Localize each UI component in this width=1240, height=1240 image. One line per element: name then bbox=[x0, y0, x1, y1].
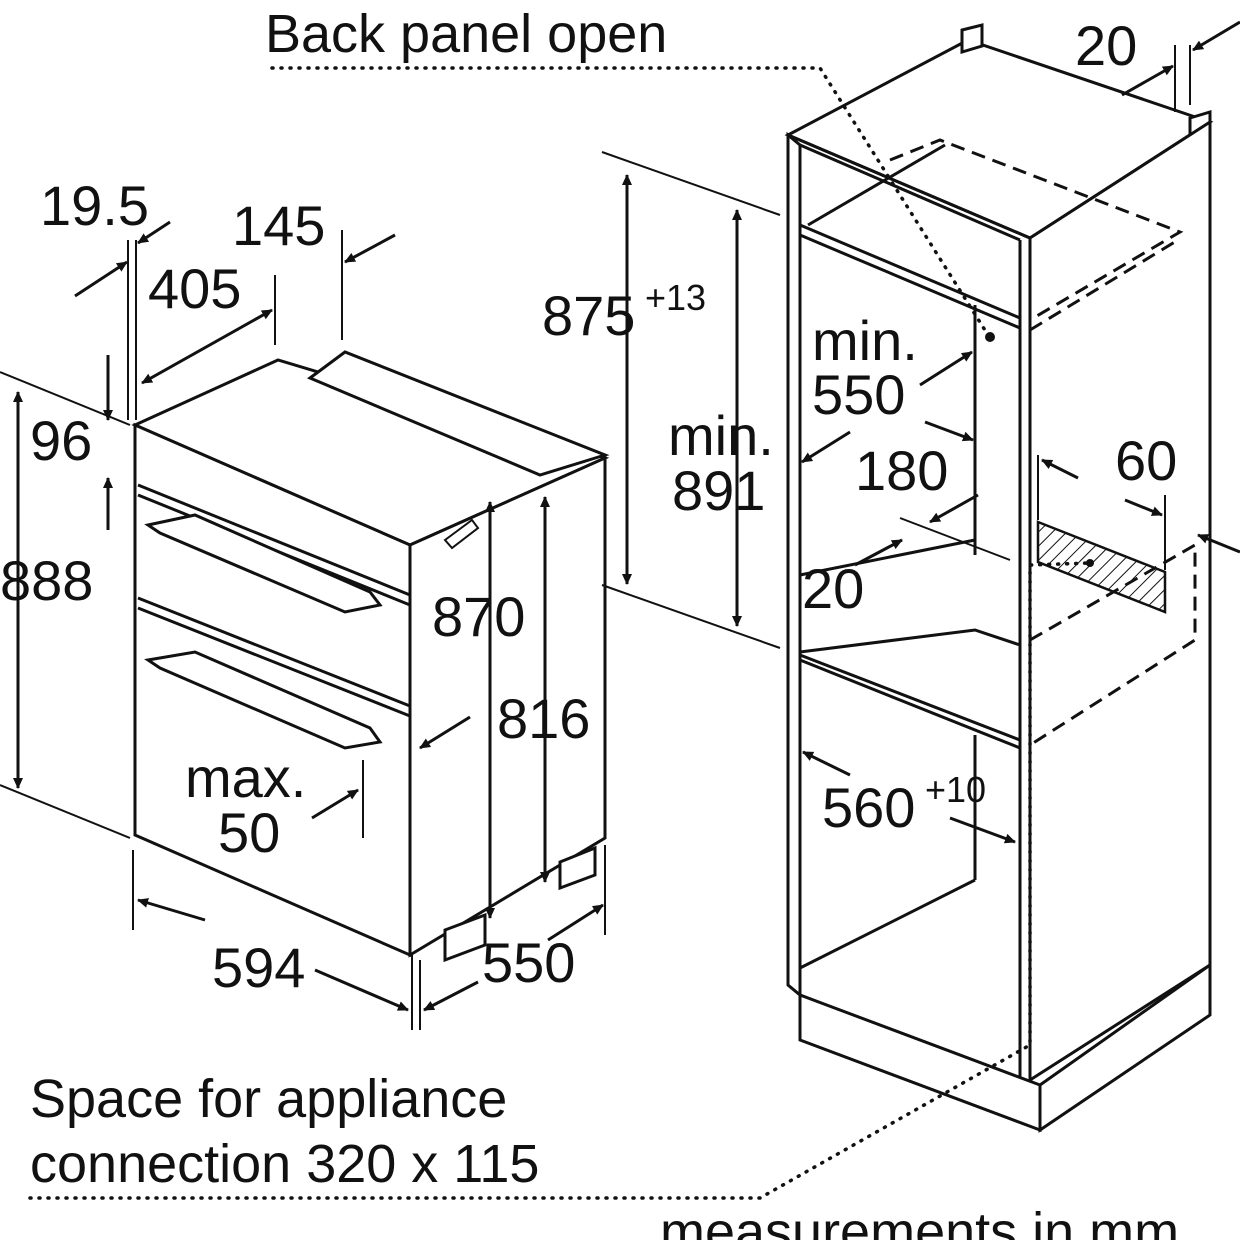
max-label: max. bbox=[185, 746, 306, 809]
cabinet-dimensions bbox=[601, 20, 1240, 844]
oven-rear-block bbox=[306, 350, 610, 477]
dim-550: 550 bbox=[482, 931, 575, 994]
dim-145: 145 bbox=[232, 194, 325, 257]
space-label-line1: Space for appliance bbox=[30, 1069, 507, 1129]
oven-drawing bbox=[131, 350, 610, 963]
dim-180: 180 bbox=[855, 439, 948, 502]
oven-dimensions bbox=[0, 220, 606, 1030]
dim-560-tolerance: +10 bbox=[925, 769, 986, 810]
dim-888: 888 bbox=[0, 549, 93, 612]
dim-816: 816 bbox=[497, 687, 590, 750]
dim-891: 891 bbox=[672, 459, 765, 522]
dim-20-mid: 20 bbox=[802, 557, 864, 620]
dim-594: 594 bbox=[212, 936, 305, 999]
upper-handle bbox=[144, 513, 383, 614]
dim-405: 405 bbox=[148, 257, 241, 320]
dim-20-top: 20 bbox=[1075, 14, 1137, 77]
dim-19-5: 19.5 bbox=[40, 174, 149, 237]
dim-875-tolerance: +13 bbox=[645, 277, 706, 318]
back-panel-label: Back panel open bbox=[265, 4, 667, 64]
space-label-line2: connection 320 x 115 bbox=[30, 1134, 539, 1194]
min-label-891: min. bbox=[668, 404, 774, 467]
min-label-550: min. bbox=[812, 309, 918, 372]
dim-550-cabinet: 550 bbox=[812, 363, 905, 426]
dim-60: 60 bbox=[1115, 429, 1177, 492]
lower-handle bbox=[144, 650, 383, 750]
dim-96: 96 bbox=[30, 409, 92, 472]
dim-max-50: 50 bbox=[218, 801, 280, 864]
dim-870: 870 bbox=[432, 585, 525, 648]
dim-560: 560 bbox=[822, 776, 915, 839]
dim-875: 875 bbox=[542, 284, 635, 347]
cabinet-drawing bbox=[28, 23, 1214, 1200]
measurements-label: measurements in mm bbox=[660, 1202, 1179, 1240]
